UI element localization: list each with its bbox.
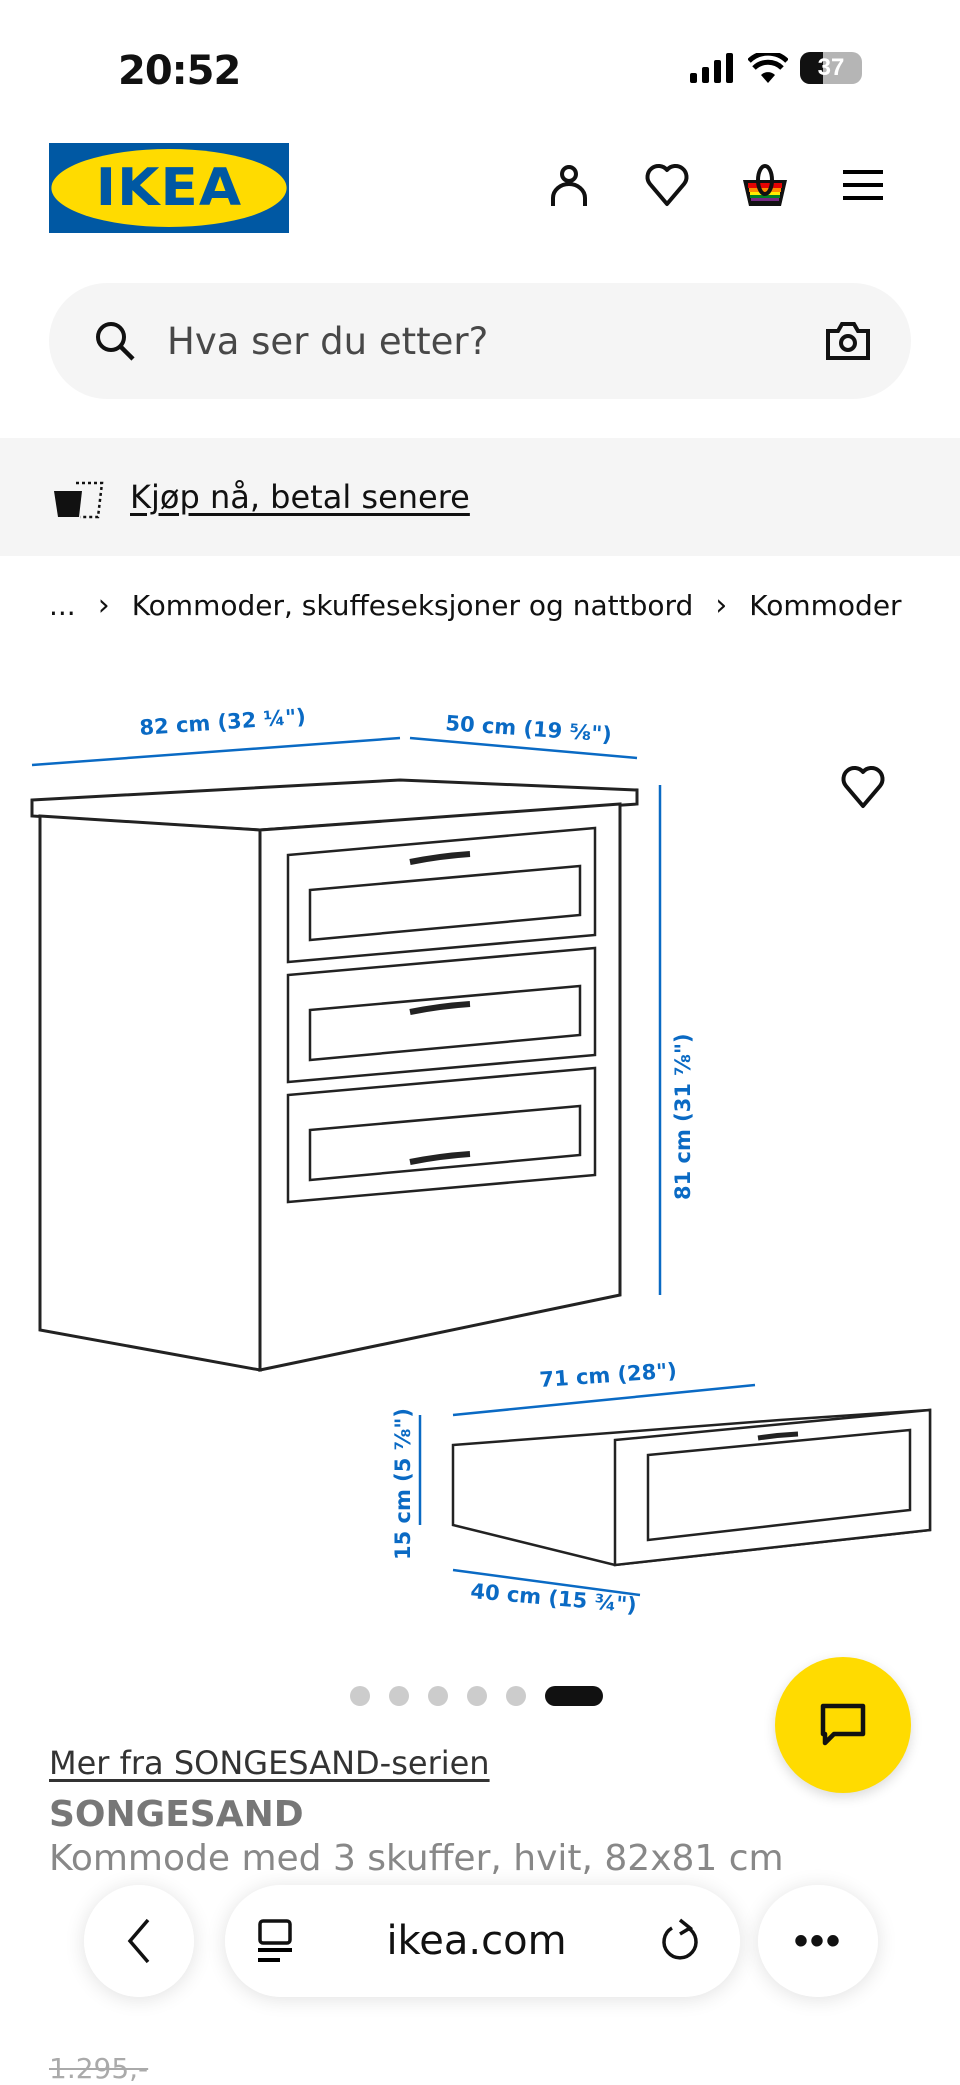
carousel-dot-active[interactable] <box>545 1686 603 1706</box>
pay-later-link[interactable]: Kjøp nå, betal senere <box>130 478 470 516</box>
search-bar[interactable]: Hva ser du etter? <box>49 283 911 399</box>
breadcrumb: ... › Kommoder, skuffeseksjoner og nattb… <box>49 588 902 623</box>
camera-icon[interactable] <box>825 321 871 361</box>
old-price: 1.295,- <box>49 2052 149 2085</box>
status-time: 20:52 <box>118 48 241 94</box>
signal-icon <box>690 53 733 83</box>
dimension-drawer-depth-label: 40 cm (15 ¾") <box>470 1579 638 1617</box>
carousel-dot[interactable] <box>350 1686 370 1706</box>
dimension-drawer-width-label: 71 cm (28") <box>539 1358 678 1392</box>
battery-indicator: 37 <box>800 52 862 84</box>
dimension-lines <box>31 736 756 1597</box>
pay-later-icon <box>54 481 104 519</box>
url-text[interactable]: ikea.com <box>386 1918 567 1964</box>
product-dimension-drawing[interactable]: 82 cm (32 ¼") 50 cm (19 ⅝") 81 cm (31 ⅞"… <box>20 690 940 1630</box>
dimension-width-label: 82 cm (32 ¼") <box>139 704 307 740</box>
dimension-depth-label: 50 cm (19 ⅝") <box>445 711 613 747</box>
search-input[interactable]: Hva ser du etter? <box>167 319 489 363</box>
carousel-dot[interactable] <box>389 1686 409 1706</box>
browser-back-button[interactable] <box>84 1885 194 1997</box>
person-icon[interactable] <box>544 160 594 210</box>
reload-icon[interactable] <box>658 1916 702 1966</box>
ikea-logo[interactable]: IKEA <box>49 143 289 233</box>
product-subtitle[interactable]: Kommode med 3 skuffer, hvit, 82x81 cm <box>49 1838 784 1879</box>
heart-icon[interactable] <box>642 160 692 210</box>
ellipsis-icon: ••• <box>793 1918 842 1963</box>
dresser-drawing <box>30 778 639 1372</box>
browser-address-bar[interactable]: ikea.com <box>225 1885 740 1997</box>
favorite-heart-icon[interactable] <box>838 762 888 812</box>
dimension-height-label: 81 cm (31 ⅞") <box>671 1033 695 1200</box>
chevron-left-icon <box>127 1918 150 1964</box>
carousel-dot[interactable] <box>467 1686 487 1706</box>
logo-text: IKEA <box>95 158 243 218</box>
chevron-right-icon: › <box>715 588 728 623</box>
carousel-dot[interactable] <box>506 1686 526 1706</box>
wifi-icon <box>748 53 788 83</box>
more-options-button[interactable]: ••• <box>758 1885 878 1997</box>
chat-button[interactable] <box>775 1657 911 1793</box>
series-link[interactable]: Mer fra SONGESAND-serien <box>49 1744 490 1782</box>
carousel-dot[interactable] <box>428 1686 448 1706</box>
promo-banner: Kjøp nå, betal senere <box>0 438 960 556</box>
menu-icon[interactable] <box>838 160 888 210</box>
chevron-right-icon: › <box>97 588 110 623</box>
carousel-indicator <box>350 1686 603 1706</box>
shopping-bag-icon[interactable] <box>740 160 790 210</box>
breadcrumb-ellipsis[interactable]: ... <box>49 589 76 622</box>
breadcrumb-item[interactable]: Kommoder <box>749 589 902 622</box>
chat-icon <box>820 1703 866 1746</box>
breadcrumb-item[interactable]: Kommoder, skuffeseksjoner og nattbord <box>131 589 694 622</box>
search-icon <box>96 322 135 361</box>
drawer-drawing <box>451 1408 932 1567</box>
dimension-drawer-height-label: 15 cm (5 ⅞") <box>391 1408 415 1560</box>
product-title: SONGESAND <box>49 1794 304 1835</box>
tabs-icon <box>258 1919 292 1962</box>
status-icons: 37 <box>688 52 862 84</box>
